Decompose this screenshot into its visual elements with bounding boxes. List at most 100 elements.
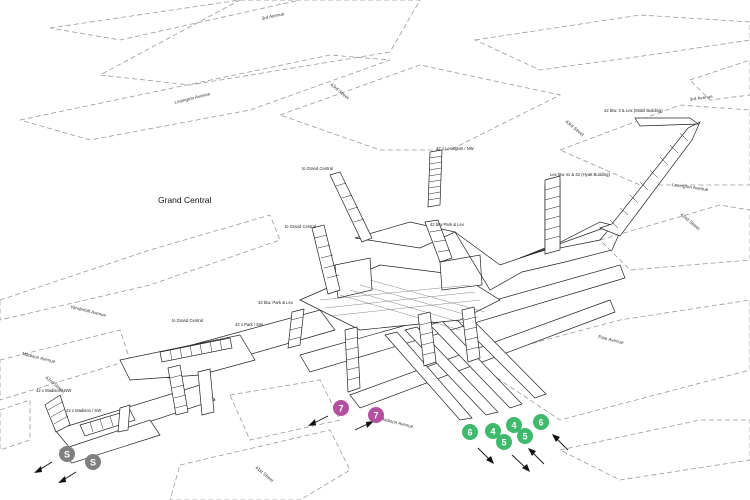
block-right-mid <box>558 104 750 186</box>
block-center <box>278 64 562 151</box>
route-badge-4-a: 4 <box>485 423 501 439</box>
block-upper-left <box>19 54 391 141</box>
route-badge-6-b-circle <box>533 414 549 430</box>
exit-label-to-grand-central-b: to Grand Central <box>285 224 316 229</box>
route-badge-4-b-circle <box>506 417 522 433</box>
street-label-3rd-avenue-top: 3rd Avenue <box>261 11 285 21</box>
stair-west <box>159 337 233 416</box>
stair-lex-hyatt <box>544 175 561 255</box>
arrow-lex-up-2 <box>552 434 569 451</box>
block-southeast <box>469 299 750 421</box>
route-badge-6-b-label: 6 <box>538 418 543 428</box>
route-badges: 7 7 S S 6 4 5 4 <box>59 400 549 470</box>
exit-label-lex-3rd: 42 btw. 3 & Lex (Mobil Building) <box>604 108 663 113</box>
west-concourse <box>119 334 256 381</box>
street-label-43rd-street-top: 43rd Street <box>329 82 350 101</box>
stair-mobil <box>598 117 701 237</box>
route-badge-6-a-label: 6 <box>467 428 472 438</box>
stair-grand-central-a <box>329 171 373 243</box>
stair-madison <box>44 394 136 437</box>
route-badge-7-west: 7 <box>333 400 349 416</box>
stair-grand-central-b <box>311 224 341 295</box>
block-west-1 <box>0 214 281 321</box>
exit-label-lex-nw: 42 x Lexington / NW <box>436 146 474 151</box>
route-badge-4-b-label: 4 <box>511 421 516 431</box>
arrow-lex-down-2 <box>511 454 530 472</box>
station-title: Grand Central <box>158 195 211 205</box>
block-far-right <box>689 59 750 101</box>
route-badge-4-b: 4 <box>506 417 522 433</box>
block-south-1 <box>229 379 341 441</box>
mobil-entrance <box>634 117 700 127</box>
block-west-3 <box>0 399 31 451</box>
stairways <box>44 117 701 437</box>
route-badge-7-east-circle <box>368 407 384 423</box>
route-badge-7-east: 7 <box>368 407 384 423</box>
stair-flushing <box>344 326 361 393</box>
stair-park-sw <box>287 308 305 349</box>
mezzanine-hatching <box>319 279 486 331</box>
route-badge-7-east-label: 7 <box>373 411 378 421</box>
arrow-7-east <box>354 421 374 431</box>
arrow-lex-up-1 <box>528 448 545 465</box>
street-label-madison-avenue-bottom: Madison Avenue <box>380 416 415 429</box>
route-badge-5-a-label: 5 <box>501 438 506 448</box>
stair-lex-platforms <box>417 306 481 367</box>
street-label-42nd-street-right: 42nd Street <box>679 212 701 232</box>
mezzanine-block-2 <box>439 254 483 291</box>
block-top-left <box>49 0 301 41</box>
route-badge-6-b: 6 <box>533 414 549 430</box>
route-badge-5-a: 5 <box>496 434 512 450</box>
arrow-lex-down-1 <box>477 447 494 464</box>
street-label-41st-street: 41st Street <box>254 465 275 484</box>
route-badge-4-a-circle <box>485 423 501 439</box>
route-badge-s-2-circle <box>85 454 101 470</box>
exit-label-park-cw: 42 x Park / SW <box>235 322 263 327</box>
street-label-lexington-avenue-top: Lexington Avenue <box>174 91 211 105</box>
block-south-2 <box>169 429 351 500</box>
exit-label-to-grand-central-c: to Grand Central <box>172 318 203 323</box>
madison-side-stair <box>117 404 131 433</box>
arrow-7-west <box>308 415 329 426</box>
stair-park-lex <box>424 219 453 263</box>
route-badge-4-a-label: 4 <box>490 427 495 437</box>
street-label-park-avenue: Park Avenue <box>598 334 625 345</box>
block-bottom-right <box>558 419 750 481</box>
route-badge-s-1-circle <box>59 446 75 462</box>
route-badge-6-a-circle <box>462 424 478 440</box>
exit-label-park-lex: 42 btw Park & Lex <box>430 222 465 227</box>
exit-labels: 42 x Lexington / NW to Grand Central to … <box>36 108 663 413</box>
exit-label-to-grand-central-a: to Grand Central <box>302 166 333 171</box>
east-platform-lower <box>349 299 616 409</box>
route-badge-6-a: 6 <box>462 424 478 440</box>
route-badge-5-b: 5 <box>517 428 533 444</box>
street-label-lexington-avenue-right: Lexington Avenue <box>672 182 709 192</box>
block-east <box>599 204 750 271</box>
route-badge-7-west-circle <box>333 400 349 416</box>
route-badge-5-b-label: 5 <box>522 432 527 442</box>
street-label-3rd-avenue-right: 3rd Avenue <box>689 94 713 102</box>
street-label-vanderbilt-avenue: Vanderbilt Avenue <box>70 304 107 318</box>
route-badge-5-b-circle <box>517 428 533 444</box>
block-right-top <box>473 14 750 71</box>
street-label-madison-avenue-left: Madison Avenue <box>22 351 57 364</box>
arrow-s-2 <box>58 471 77 483</box>
direction-arrows <box>34 415 569 483</box>
exit-label-park-sw: 42 btw. Park & Lex <box>258 300 294 305</box>
arrow-s-1 <box>34 461 53 473</box>
block-top-mid <box>98 0 421 86</box>
stair-lex-nw <box>427 149 443 208</box>
exit-label-madison-sw: 42 x Madison / SW <box>66 408 101 413</box>
route-badge-7-west-label: 7 <box>338 404 343 414</box>
route-badge-s-2: S <box>85 454 101 470</box>
northeast-corridor <box>519 221 614 259</box>
route-badge-s-1: S <box>59 446 75 462</box>
route-badge-s-1-label: S <box>64 450 70 460</box>
route-badge-s-2-label: S <box>90 458 96 468</box>
exit-label-madison-nw: 42 x Madison / NW <box>36 388 71 393</box>
street-label-43rd-street-right: 43rd Street <box>564 119 585 138</box>
exit-label-lex-hyatt: Lex btw 41 & 42 (Hyatt Building) <box>550 172 610 177</box>
